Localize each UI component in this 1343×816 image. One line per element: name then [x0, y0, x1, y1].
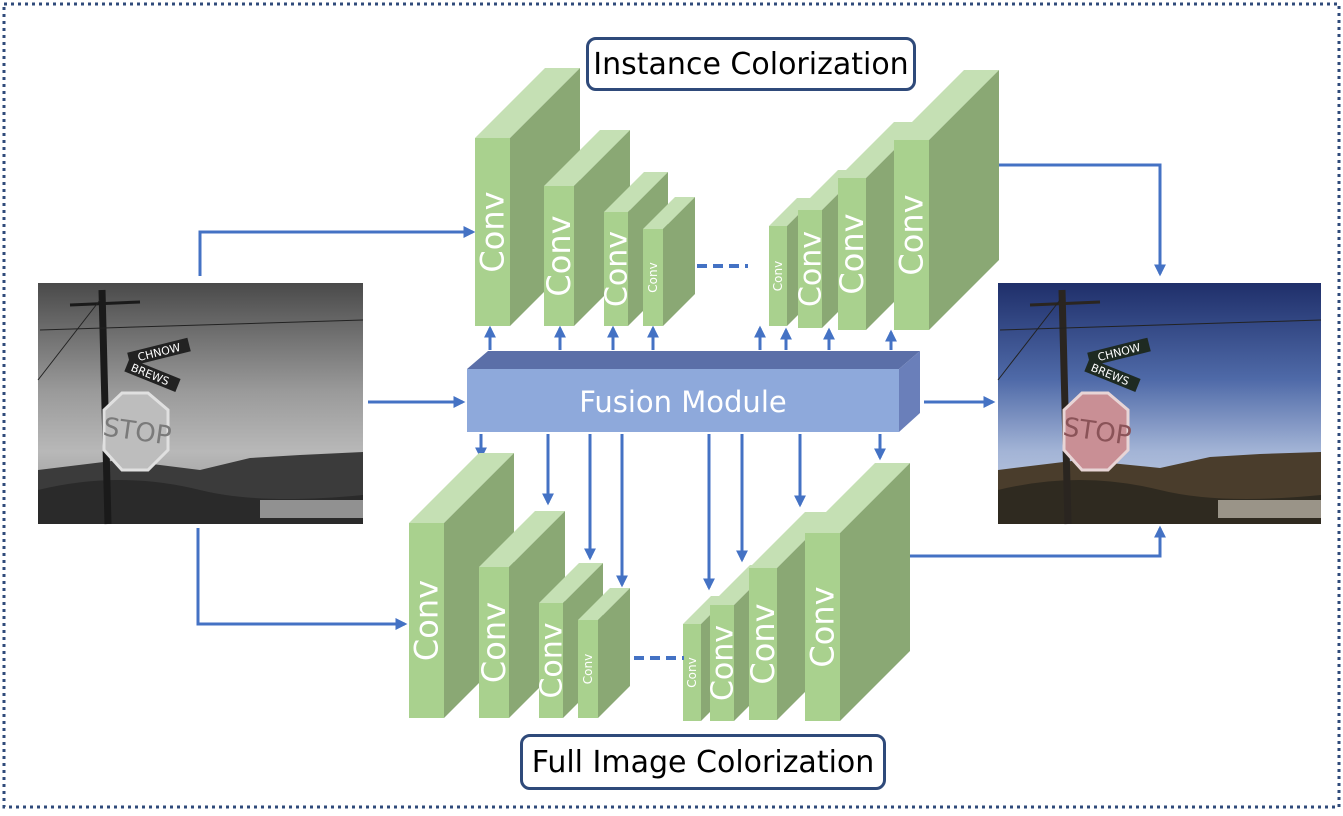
- top-conv-2-top: [544, 130, 630, 186]
- bottom-conv-6-label: Conv: [706, 625, 741, 701]
- fusion-side-face: [899, 351, 920, 432]
- bottom-conv-6-front: [710, 605, 734, 721]
- bottom-conv-4-front: [578, 620, 598, 718]
- fusion-top-face: [467, 351, 920, 369]
- bottom-conv-4-side: [598, 588, 630, 718]
- top-conv-5-label: Conv: [771, 261, 785, 291]
- output-color-photo: STOP CHNOW BREWS: [997, 283, 1322, 525]
- bottom-conv-5-front: [683, 624, 701, 721]
- bottom-conv-2-label: Conv: [475, 602, 513, 683]
- top-conv-2-front: [544, 186, 574, 326]
- top-conv-6-front: [798, 210, 822, 328]
- bottom-conv-8-label: Conv: [804, 586, 842, 667]
- top-conv-4-side: [663, 197, 695, 326]
- bottom-conv-3-front: [539, 603, 563, 718]
- top-conv-8: Conv: [893, 70, 999, 330]
- top-conv-4-front: [643, 229, 663, 326]
- top-conv-7-label: Conv: [833, 213, 871, 294]
- top-conv-3-front: [604, 212, 628, 326]
- top-conv-1-label: Conv: [474, 191, 512, 272]
- top-conv-6-label: Conv: [794, 231, 829, 307]
- top-conv-4: Conv: [643, 197, 695, 326]
- bottom-conv-3-top: [539, 563, 603, 603]
- fusion-label: Fusion Module: [579, 385, 786, 419]
- top-conv-4-label: Conv: [646, 262, 660, 292]
- input-to-full-arrow: [196, 528, 408, 630]
- full-to-output-arrow: [910, 525, 1166, 558]
- top-conv-5-front: [769, 226, 787, 326]
- top-conv-8-side: [929, 70, 999, 330]
- fusion-front-face: [467, 369, 899, 432]
- bottom-conv-1-label: Conv: [408, 580, 446, 661]
- bottom-conv-3-label: Conv: [535, 622, 570, 698]
- bottom-conv-8: Conv: [804, 463, 910, 721]
- bottom-conv-1-front: [409, 523, 444, 718]
- top-conv-4-top: [643, 197, 695, 229]
- bottom-conv-1-top: [409, 453, 514, 523]
- fusion-module: Fusion Module: [467, 351, 920, 432]
- arrows-layer: [196, 163, 1166, 630]
- instance-colorization-title: Instance Colorization: [586, 37, 916, 91]
- top-conv-8-label: Conv: [893, 194, 931, 275]
- bottom-conv-5-label: Conv: [685, 657, 699, 687]
- bottom-conv-8-front: [805, 533, 840, 721]
- input-grayscale-photo: STOP CHNOW BREWS: [37, 283, 364, 525]
- top-conv-8-front: [894, 140, 929, 330]
- bottom-conv-8-top: [805, 463, 910, 533]
- top-conv-1-top: [475, 68, 580, 138]
- top-conv-2-label: Conv: [540, 215, 578, 296]
- top-conv-7-front: [838, 178, 866, 330]
- top-conv-8-top: [894, 70, 999, 140]
- top-conv-3-label: Conv: [600, 231, 635, 307]
- bottom-conv-4-label: Conv: [581, 654, 595, 684]
- input-to-instance-arrow: [198, 226, 476, 276]
- full-image-colorization-title: Full Image Colorization: [520, 734, 886, 790]
- bottom-conv-4: Conv: [578, 588, 630, 718]
- bottom-conv-7-label: Conv: [744, 603, 782, 684]
- instance-to-output-arrow: [976, 163, 1166, 277]
- bottom-conv-7-front: [749, 568, 777, 720]
- top-conv-1-front: [475, 138, 510, 326]
- bottom-conv-8-side: [840, 463, 910, 721]
- top-conv-3-top: [604, 172, 668, 212]
- bottom-conv-4-top: [578, 588, 630, 620]
- bottom-conv-2-top: [479, 511, 565, 567]
- bottom-conv-2-front: [479, 567, 509, 718]
